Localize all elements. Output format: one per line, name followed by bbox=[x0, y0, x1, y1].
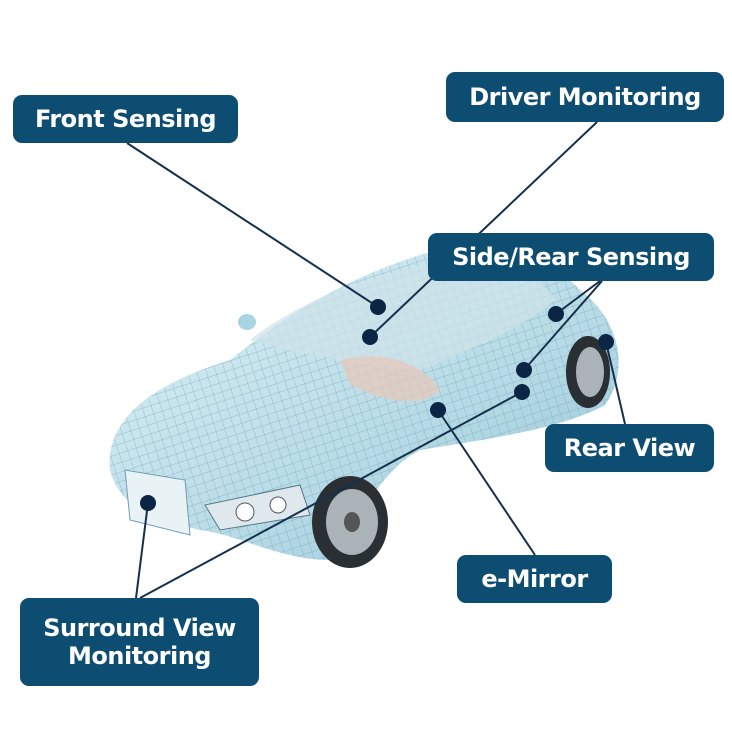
driver-monitoring-label: Driver Monitoring bbox=[446, 72, 724, 122]
front-sensing-line bbox=[126, 142, 379, 308]
e-mirror-line bbox=[437, 409, 536, 556]
sensor-dot bbox=[362, 329, 378, 345]
sensor-dot bbox=[430, 402, 446, 418]
sensor-dot bbox=[516, 362, 532, 378]
callout-lines bbox=[126, 121, 626, 599]
e-mirror-label: e-Mirror bbox=[457, 555, 612, 603]
side-rear-sensing-label: Side/Rear Sensing bbox=[428, 233, 714, 281]
wheel-rear bbox=[566, 336, 610, 408]
wheel-front bbox=[312, 476, 388, 568]
rear-view-line bbox=[605, 341, 626, 425]
surround-view-label: Surround View Monitoring bbox=[20, 598, 259, 686]
car-body bbox=[109, 247, 619, 561]
sensor-dot bbox=[140, 495, 156, 511]
driver-monitoring-line bbox=[369, 121, 598, 338]
sensor-dot bbox=[548, 306, 564, 322]
sensor-dots bbox=[140, 299, 614, 511]
sensor-dot bbox=[598, 334, 614, 350]
sensor-dot bbox=[370, 299, 386, 315]
rear-view-label: Rear View bbox=[545, 424, 714, 472]
front-sensing-label: Front Sensing bbox=[13, 95, 238, 143]
side-rear-line-1 bbox=[555, 280, 601, 315]
surround-line-2 bbox=[139, 391, 523, 599]
side-rear-line-2 bbox=[523, 280, 603, 371]
surround-line-1 bbox=[135, 502, 149, 599]
sensor-dot bbox=[514, 384, 530, 400]
